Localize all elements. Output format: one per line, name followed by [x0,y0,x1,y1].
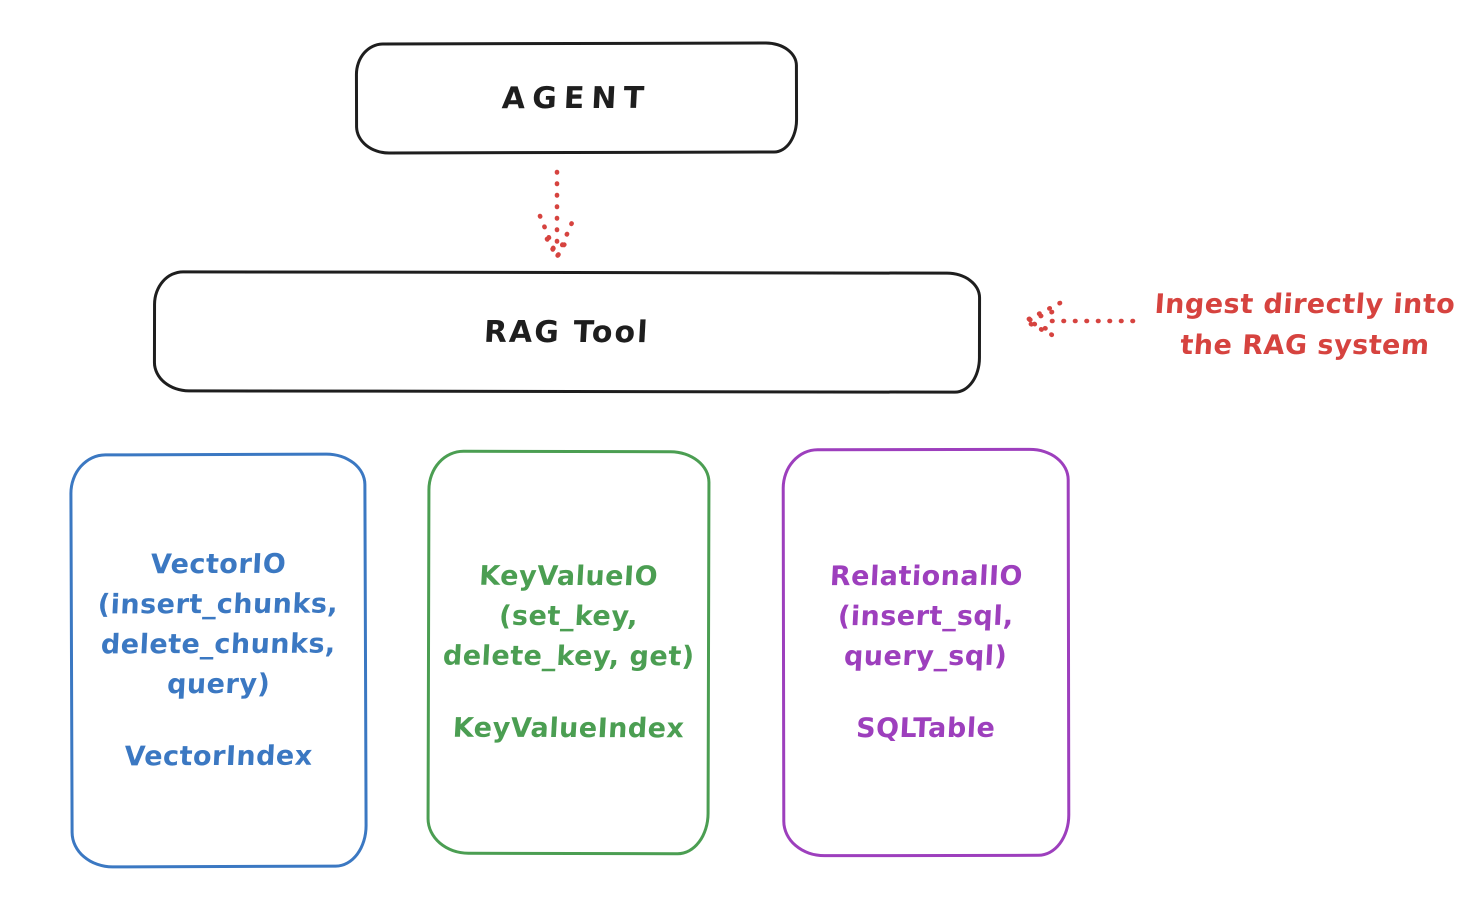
rag-tool-box: RAG Tool [152,270,982,394]
relational-io-title: RelationalIO [828,560,1024,592]
vector-io-title: VectorIO [149,548,287,580]
ingest-annotation: Ingest directly into the RAG system [1143,284,1467,366]
relational-io-box: RelationalIO (insert_sql, query_sql) SQL… [781,447,1071,858]
sql-table-label: SQLTable [855,712,997,744]
keyvalue-io-methods-line1: (set_key, [498,600,639,632]
vector-io-methods-line1: (insert_chunks, [97,588,340,620]
vector-io-box: VectorIO (insert_chunks, delete_chunks, … [69,452,368,869]
relational-io-methods-line1: (insert_sql, [837,600,1015,632]
ingest-annotation-line2: the RAG system [1179,330,1431,361]
relational-io-methods-line2: query_sql) [843,640,1009,672]
agent-box: AGENT [354,41,799,155]
keyvalue-io-title: KeyValueIO [478,560,659,592]
vector-io-methods-line3: query) [166,668,271,700]
vector-index-label: VectorIndex [123,740,314,772]
agent-label: AGENT [501,80,652,116]
ingest-into-rag-arrow [1019,300,1136,342]
keyvalue-io-methods-line2: delete_key, get) [441,640,696,672]
agent-to-rag-arrow [537,169,577,263]
ingest-annotation-line1: Ingest directly into [1153,289,1457,320]
keyvalue-io-box: KeyValueIO (set_key, delete_key, get) Ke… [426,449,711,856]
keyvalue-index-label: KeyValueIndex [451,712,685,744]
rag-tool-label: RAG Tool [483,314,651,350]
vector-io-methods-line2: delete_chunks, [100,628,337,660]
